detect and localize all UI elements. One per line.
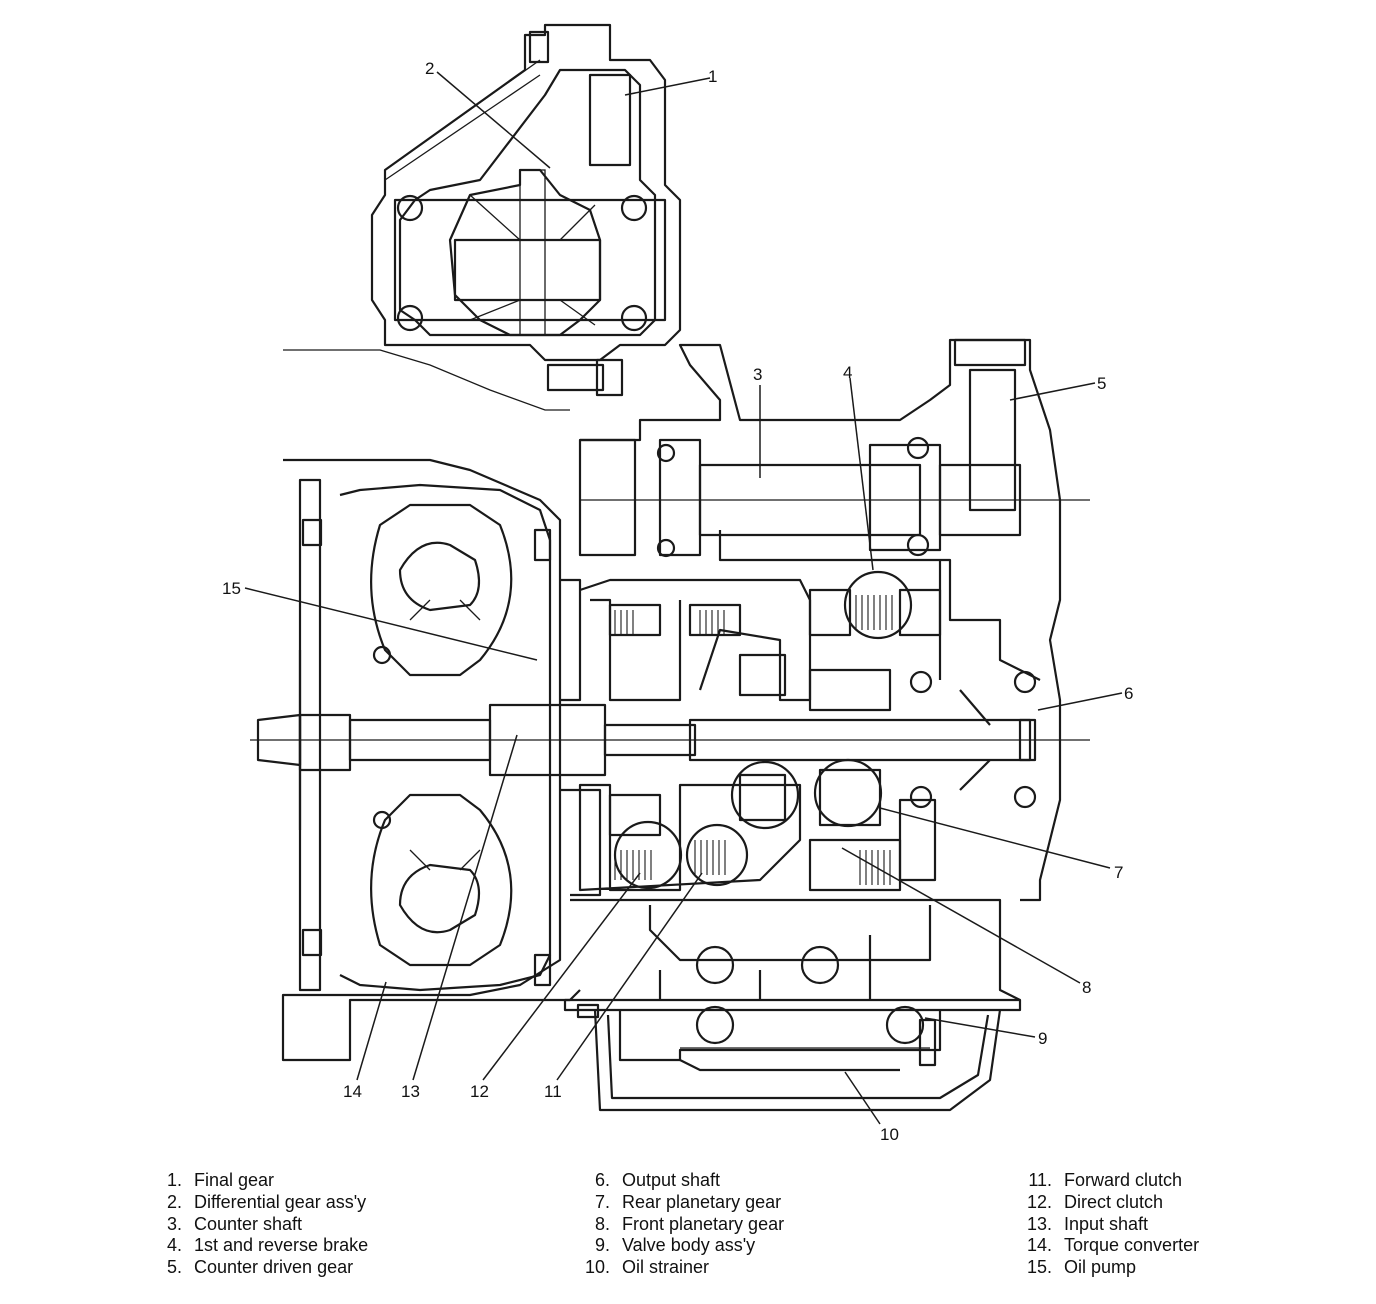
legend-item-label: Oil pump bbox=[1064, 1257, 1137, 1278]
callout-7: 7 bbox=[1114, 863, 1123, 882]
leader-9 bbox=[924, 1017, 1036, 1038]
legend-item-label: Front planetary gear bbox=[622, 1213, 785, 1234]
legend-item-number: 9. bbox=[594, 1235, 610, 1256]
leader-5 bbox=[1009, 382, 1096, 401]
legend-item-number: 10. bbox=[584, 1257, 610, 1278]
legend-item-number: 6. bbox=[594, 1170, 610, 1190]
callout-4: 4 bbox=[843, 363, 852, 382]
callout-12: 12 bbox=[470, 1082, 489, 1101]
legend-item-label: Direct clutch bbox=[1064, 1191, 1164, 1212]
legend-item: 6. Output shaft bbox=[584, 1170, 784, 1192]
main-shafts bbox=[250, 703, 1090, 777]
legend-item-number: 3. bbox=[166, 1213, 182, 1234]
leader-6 bbox=[1037, 692, 1123, 711]
legend-column-1: 1. Final gear 2. Differential gear ass'y 3. C… bbox=[160, 1170, 368, 1279]
callout-6: 6 bbox=[1124, 684, 1133, 703]
legend-item-label: Oil strainer bbox=[622, 1257, 710, 1278]
legend-item-label: 1st and reverse brake bbox=[194, 1235, 369, 1256]
leader-10 bbox=[844, 1071, 881, 1125]
legend-item: 2. Differential gear ass'y bbox=[160, 1192, 368, 1214]
legend-item: 4. 1st and reverse brake bbox=[160, 1235, 368, 1257]
callout-9: 9 bbox=[1038, 1029, 1047, 1048]
legend-item-number: 7. bbox=[594, 1191, 610, 1212]
callout-13: 13 bbox=[401, 1082, 420, 1101]
planetary-clutch-assemblies bbox=[372, 560, 1037, 897]
leader-11 bbox=[556, 872, 703, 1081]
legend-item-label: Counter shaft bbox=[194, 1213, 303, 1234]
legend-item-number: 2. bbox=[166, 1191, 182, 1212]
callout-15: 15 bbox=[222, 579, 241, 598]
legend-item-label: Rear planetary gear bbox=[622, 1191, 782, 1212]
leader-7 bbox=[879, 807, 1111, 869]
leader-15 bbox=[244, 587, 538, 661]
callout-numbers: 1 2 3 4 5 6 7 8 9 10 11 12 13 14 15 bbox=[222, 59, 1133, 1144]
legend-item-number: 1. bbox=[166, 1170, 182, 1190]
counter-shaft-section bbox=[578, 338, 1090, 902]
legend-item: 9. Valve body ass'y bbox=[584, 1235, 784, 1257]
legend-item: 12. Direct clutch bbox=[1024, 1192, 1199, 1214]
legend-item-label: Valve body ass'y bbox=[622, 1235, 756, 1256]
legend-item-number: 4. bbox=[166, 1235, 182, 1256]
callout-8: 8 bbox=[1082, 978, 1091, 997]
leader-4 bbox=[849, 377, 874, 571]
transmission-cross-section-diagram: 1 2 3 4 5 6 7 8 9 10 11 12 13 14 15 bbox=[222, 23, 1133, 1144]
leader-1 bbox=[624, 77, 711, 96]
differential-housing bbox=[283, 23, 682, 411]
legend-item-number: 12. bbox=[1026, 1191, 1052, 1212]
legend-item-label: Torque converter bbox=[1064, 1235, 1200, 1256]
leader-13 bbox=[412, 734, 518, 1081]
legend-item: 10. Oil strainer bbox=[584, 1257, 784, 1279]
callout-2: 2 bbox=[425, 59, 434, 78]
legend-item-label: Input shaft bbox=[1064, 1213, 1149, 1234]
legend-item-number: 15. bbox=[1026, 1257, 1052, 1278]
legend-item-number: 8. bbox=[594, 1213, 610, 1234]
leader-lines bbox=[244, 71, 1123, 1125]
legend-item-number: 11. bbox=[1028, 1170, 1052, 1190]
legend-item-label: Differential gear ass'y bbox=[194, 1191, 367, 1212]
legend-item-number: 14. bbox=[1026, 1235, 1052, 1256]
legend-item-label: Counter driven gear bbox=[194, 1257, 354, 1278]
legend-item: 5. Counter driven gear bbox=[160, 1257, 368, 1279]
leader-2 bbox=[436, 71, 551, 169]
torque-converter bbox=[281, 458, 581, 1062]
legend-column-2: 6. Output shaft 7. Rear planetary gear 8. Fro… bbox=[584, 1170, 784, 1279]
callout-5: 5 bbox=[1097, 374, 1106, 393]
legend-item: 7. Rear planetary gear bbox=[584, 1192, 784, 1214]
callout-14: 14 bbox=[343, 1082, 362, 1101]
legend-item-label: Forward clutch bbox=[1064, 1170, 1183, 1190]
callout-3: 3 bbox=[753, 365, 762, 384]
legend-column-3: 11. Forward clutch 12. Direct clutch 13. Inpu… bbox=[1024, 1170, 1199, 1279]
legend-item: 3. Counter shaft bbox=[160, 1214, 368, 1236]
legend-item: 13. Input shaft bbox=[1024, 1214, 1199, 1236]
legend-item: 8. Front planetary gear bbox=[584, 1214, 784, 1236]
callout-11: 11 bbox=[544, 1082, 562, 1101]
legend-item: 14. Torque converter bbox=[1024, 1235, 1199, 1257]
valve-body-oil-pan bbox=[563, 898, 1022, 1112]
legend-item: 1. Final gear bbox=[160, 1170, 368, 1192]
legend-item-number: 13. bbox=[1026, 1213, 1052, 1234]
callout-10: 10 bbox=[880, 1125, 899, 1144]
legend-item: 11. Forward clutch bbox=[1024, 1170, 1199, 1192]
legend-item-number: 5. bbox=[166, 1257, 182, 1278]
leader-14 bbox=[356, 981, 387, 1081]
callout-1: 1 bbox=[708, 67, 717, 86]
legend-item-label: Final gear bbox=[194, 1170, 275, 1190]
legend-item: 15. Oil pump bbox=[1024, 1257, 1199, 1279]
leader-12 bbox=[482, 872, 641, 1081]
leader-8 bbox=[841, 847, 1081, 984]
legend-item-label: Output shaft bbox=[622, 1170, 721, 1190]
